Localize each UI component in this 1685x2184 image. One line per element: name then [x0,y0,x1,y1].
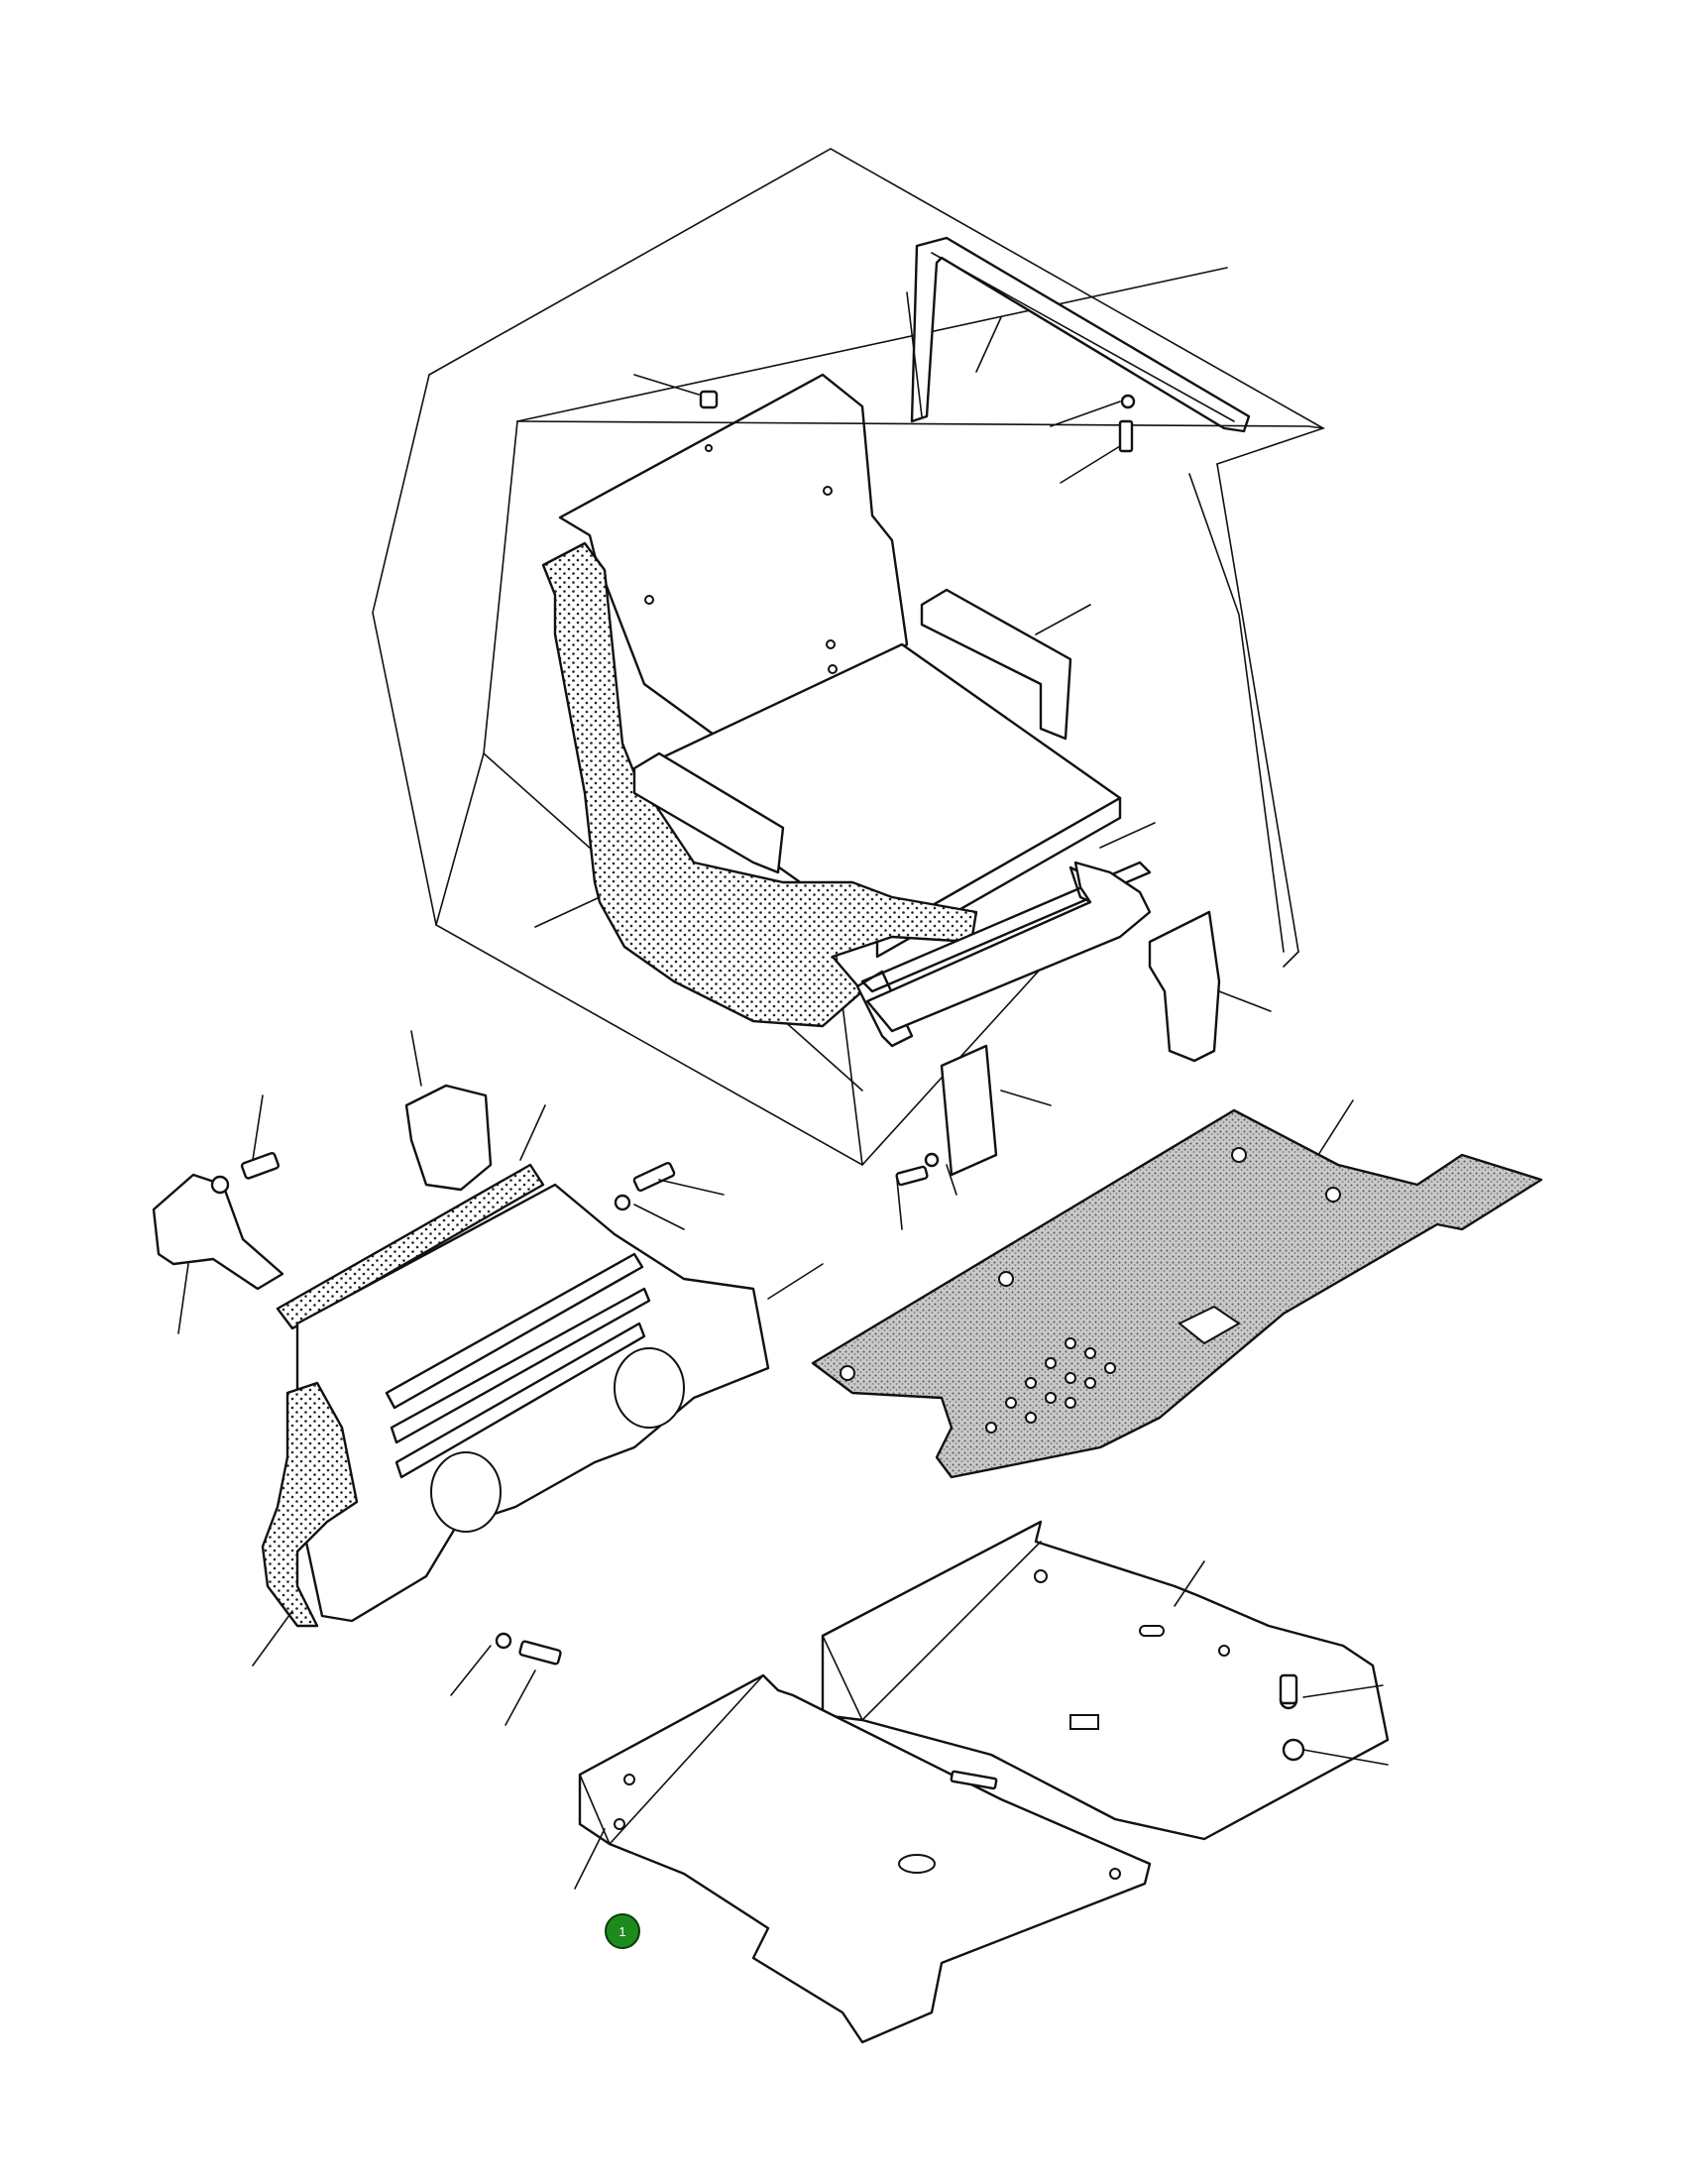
left-bolt [210,1151,281,1195]
fender-insulation [261,1381,359,1628]
right-armrest-bracket [920,588,1072,741]
right-side-bracket [1148,910,1221,1063]
floor-plate-right-fold [822,1541,1042,1722]
top-fasteners [699,390,1136,453]
floor-plate-left-holes [614,1770,1121,1880]
cab-roof-edge [516,420,1324,429]
fender-holes [385,1252,685,1533]
left-hinge-bracket [152,1173,284,1291]
floor-plate-left [578,1673,1152,2044]
callout-marker-1[interactable]: 1 [605,1913,640,1949]
left-mount-bracket [404,1084,493,1192]
left-armrest-bracket [632,751,785,874]
floor-mat-perforations [840,1147,1341,1434]
seat-back-panel [558,373,909,765]
floor-plate-right-holes [1034,1569,1305,1762]
callout-label-1: 1 [618,1924,625,1939]
rear-mount-bracket [940,1044,998,1177]
seat-back-holes [644,486,838,674]
floor-plate-left-fold [579,1674,764,1846]
long-rubber-rod [276,1163,545,1330]
floor-mat [811,1108,1543,1479]
floor-plate-right [821,1520,1390,1841]
fender-fasteners [495,1152,940,1666]
handle-frame-inner [906,252,1235,422]
seat-support-rail [865,861,1152,1033]
leader-lines [177,316,1389,1890]
